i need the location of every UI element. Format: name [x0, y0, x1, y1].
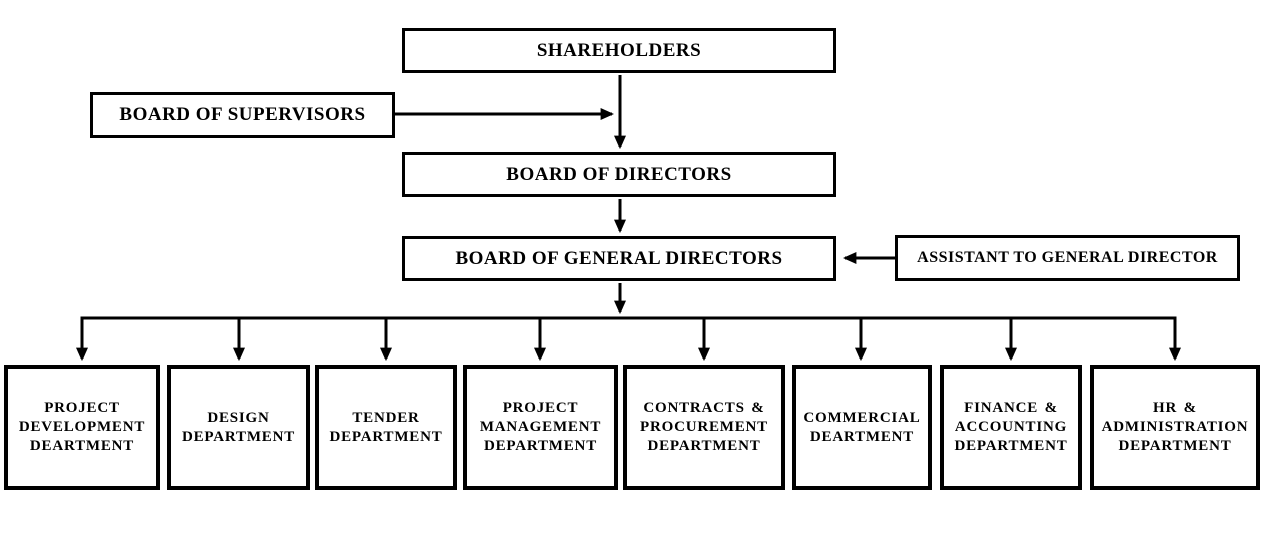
node-board-of-supervisors-label: BOARD OF SUPERVISORS: [119, 104, 366, 125]
dept-label: FINANCE & ACCOUNTING DEPARTMENT: [954, 400, 1068, 454]
dept-label: CONTRACTS & PROCUREMENT DEPARTMENT: [640, 400, 768, 454]
node-dept-project-development: PROJECT DEVELOPMENT DEARTMENT: [4, 365, 160, 490]
dept-label: DESIGN DEPARTMENT: [181, 409, 296, 445]
node-board-of-general-directors-label: BOARD OF GENERAL DIRECTORS: [455, 247, 783, 269]
dept-label: PROJECT MANAGEMENT DEPARTMENT: [479, 400, 602, 454]
node-board-of-directors: BOARD OF DIRECTORS: [402, 152, 836, 197]
node-shareholders-label: SHAREHOLDERS: [536, 39, 702, 61]
dept-label: TENDER DEPARTMENT: [329, 409, 443, 445]
node-dept-tender: TENDER DEPARTMENT: [315, 365, 457, 490]
node-dept-hr-administration: HR & ADMINISTRATION DEPARTMENT: [1090, 365, 1260, 490]
dept-label: HR & ADMINISTRATION DEPARTMENT: [1101, 400, 1249, 454]
node-assistant-to-general-director: ASSISTANT TO GENERAL DIRECTOR: [895, 235, 1240, 281]
node-dept-project-management: PROJECT MANAGEMENT DEPARTMENT: [463, 365, 618, 490]
node-board-of-directors-label: BOARD OF DIRECTORS: [506, 163, 732, 185]
node-dept-finance-accounting: FINANCE & ACCOUNTING DEPARTMENT: [940, 365, 1082, 490]
node-shareholders: SHAREHOLDERS: [402, 28, 836, 73]
node-board-of-general-directors: BOARD OF GENERAL DIRECTORS: [402, 236, 836, 281]
node-dept-commercial: COMMERCIAL DEARTMENT: [792, 365, 932, 490]
dept-label: PROJECT DEVELOPMENT DEARTMENT: [18, 400, 146, 454]
node-dept-contracts-procurement: CONTRACTS & PROCUREMENT DEPARTMENT: [623, 365, 785, 490]
node-assistant-to-general-director-label: ASSISTANT TO GENERAL DIRECTOR: [917, 249, 1218, 266]
dept-label: COMMERCIAL DEARTMENT: [803, 409, 921, 445]
node-dept-design: DESIGN DEPARTMENT: [167, 365, 310, 490]
node-board-of-supervisors: BOARD OF SUPERVISORS: [90, 92, 395, 138]
